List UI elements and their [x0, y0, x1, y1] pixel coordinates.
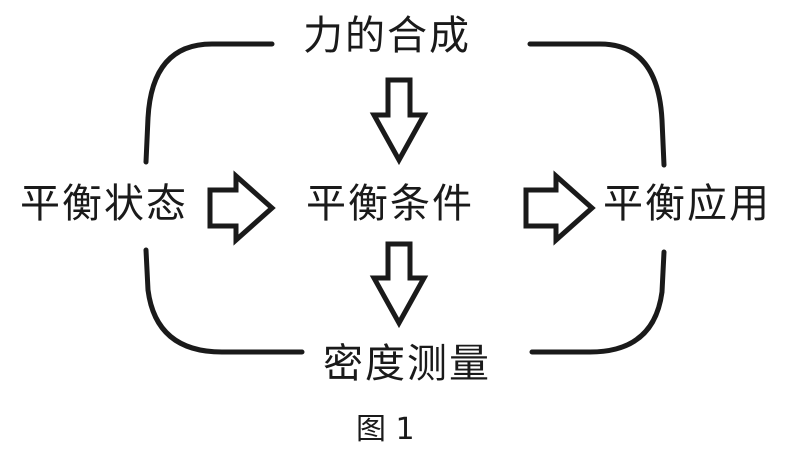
right-upper-bracket	[527, 41, 667, 168]
down-arrow-top	[369, 77, 429, 166]
left-lower-bracket	[143, 247, 305, 355]
figure-caption: 图 1	[356, 412, 415, 447]
right-lower-bracket	[529, 249, 667, 355]
node-force-composition: 力的合成	[303, 13, 471, 59]
left-upper-bracket	[143, 41, 275, 165]
down-arrow-bottom	[369, 241, 429, 329]
node-equilibrium-condition: 平衡条件	[306, 181, 474, 227]
right-arrow-left	[207, 170, 276, 246]
node-equilibrium-state: 平衡状态	[20, 181, 188, 227]
node-equilibrium-application: 平衡应用	[603, 181, 771, 227]
node-density-measurement: 密度测量	[323, 341, 491, 387]
right-arrow-right	[523, 170, 596, 246]
